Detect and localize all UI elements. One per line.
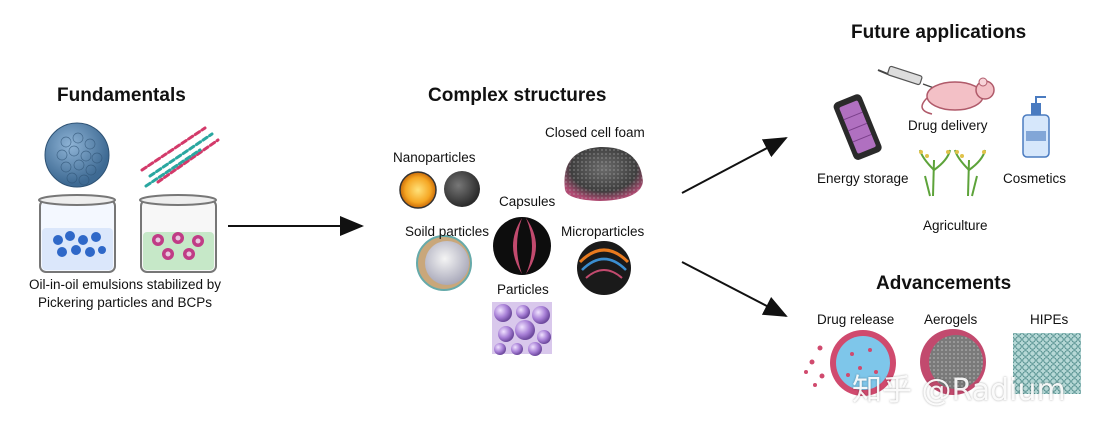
nanoparticles-label: Nanoparticles [393, 150, 476, 165]
nanoparticle-gold-icon [399, 171, 437, 209]
capsule-icon [493, 217, 551, 275]
advancements-title: Advancements [876, 273, 1012, 294]
rice-plant-icon [919, 149, 986, 197]
block-copolymer-icon [140, 126, 220, 188]
hipes-label: HIPEs [1030, 312, 1069, 327]
battery-icon [833, 94, 882, 160]
beaker-blue-icon [38, 194, 116, 273]
cosmetics-bottle-icon [1022, 96, 1050, 158]
nanoparticle-sphere-icon [44, 122, 110, 188]
future-applications-title: Future applications [851, 22, 1027, 43]
beaker-pink-icon [139, 194, 217, 273]
watermark: 知乎 @Radium [852, 373, 1066, 408]
nanoparticle-gray-icon [444, 171, 480, 207]
aerogel-icon [920, 329, 986, 395]
capsules-label: Capsules [499, 194, 556, 209]
aerogels-label: Aerogels [924, 312, 978, 327]
particles-icon [492, 302, 552, 356]
microparticles-label: Microparticles [561, 224, 645, 239]
cosmetics-label: Cosmetics [1003, 171, 1067, 186]
drug-release-icon [804, 330, 896, 396]
drug-release-label: Drug release [817, 312, 895, 327]
closed-cell-foam-icon [564, 146, 643, 201]
microparticle-icon [577, 241, 631, 295]
syringe-icon [877, 65, 935, 89]
particles-label: Particles [497, 282, 549, 297]
fundamentals-caption-line2: Pickering particles and BCPs [37, 295, 213, 310]
complex-structures-title: Complex structures [428, 85, 607, 106]
drug-delivery-label: Drug delivery [908, 118, 988, 133]
arrow-to-future [681, 137, 788, 194]
hipes-icon [1013, 333, 1081, 394]
fundamentals-caption-line1: Oil-in-oil emulsions stabilized by [28, 277, 222, 292]
arrow-to-advancements [681, 261, 788, 317]
solid-particles-label: Soild particles [405, 224, 490, 239]
solid-particle-icon [416, 235, 472, 291]
agriculture-label: Agriculture [923, 218, 988, 233]
fundamentals-title: Fundamentals [57, 85, 186, 106]
mouse-icon [921, 77, 995, 115]
energy-storage-label: Energy storage [817, 171, 909, 186]
closed-cell-foam-label: Closed cell foam [545, 125, 645, 140]
